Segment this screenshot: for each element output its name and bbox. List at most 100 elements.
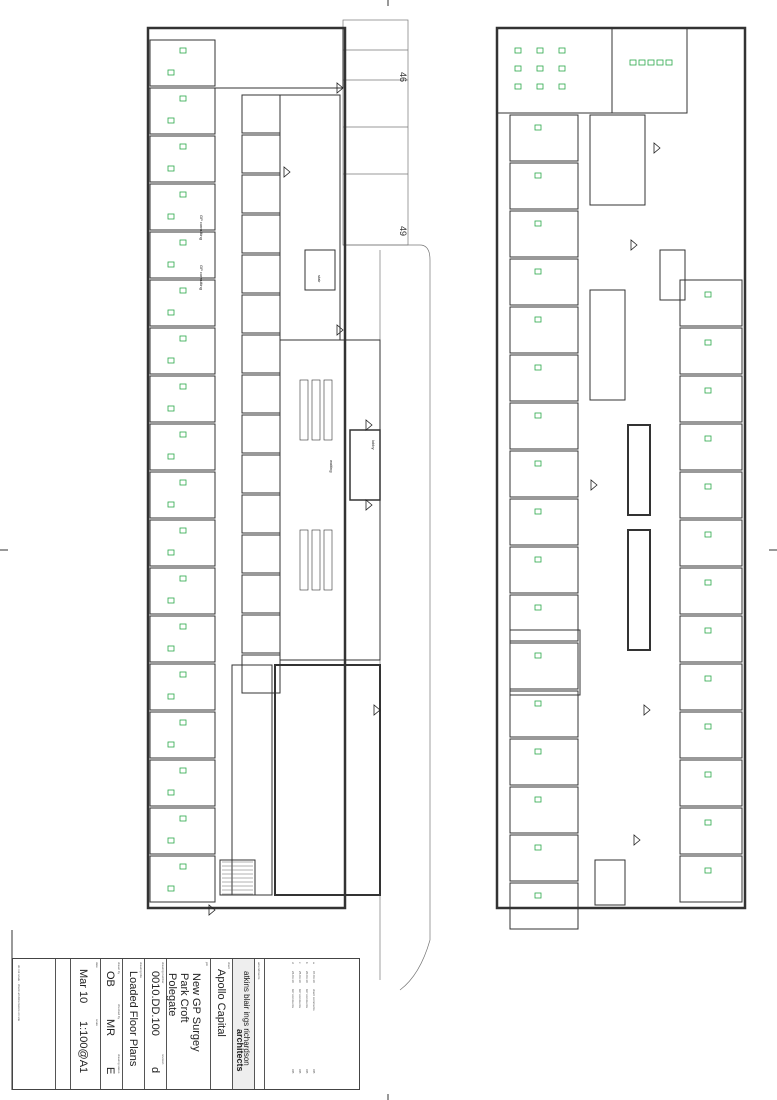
room — [241, 494, 281, 534]
room — [149, 87, 216, 135]
revision-rev: c — [298, 962, 302, 964]
chair-icon — [167, 213, 175, 220]
chair-icon — [534, 748, 542, 755]
stair — [659, 249, 686, 301]
room — [509, 594, 579, 642]
chair-icon — [167, 501, 175, 508]
site-label-46: 46 — [398, 72, 408, 82]
chair-icon — [167, 261, 175, 268]
room — [509, 642, 579, 690]
checked-by: MR — [104, 1019, 116, 1037]
section-marker-icon — [643, 704, 651, 716]
room — [149, 375, 216, 423]
room — [509, 690, 579, 738]
chair-icon — [179, 191, 187, 198]
chair-icon — [167, 549, 175, 556]
site-parking-bays — [342, 19, 431, 991]
room — [149, 39, 216, 87]
revision-comment: GP comments — [291, 989, 295, 1008]
chair-icon — [534, 556, 542, 563]
room — [241, 414, 281, 454]
room — [241, 134, 281, 174]
chair-icon — [534, 412, 542, 419]
section-marker-icon — [336, 324, 344, 336]
practice-name: atkins blair ings richardson — [242, 971, 251, 1066]
room — [323, 379, 333, 441]
checked-label: checked by — [117, 1004, 121, 1020]
room — [509, 450, 579, 498]
stair — [219, 859, 256, 896]
section-marker-icon — [653, 142, 661, 154]
chair-icon — [656, 59, 664, 66]
room — [241, 294, 281, 334]
date-label: date — [95, 962, 99, 968]
revisions-heading: amendments — [257, 962, 261, 980]
revision-date: 26.03.10 — [291, 971, 295, 983]
site-label-49: 49 — [398, 226, 408, 236]
revision-by: OB — [298, 1069, 302, 1074]
first-floor-plan — [208, 26, 747, 930]
room — [679, 279, 743, 327]
room — [679, 375, 743, 423]
revision-rev: d — [291, 962, 295, 964]
section-marker-icon — [630, 239, 638, 251]
chair-icon — [704, 483, 712, 490]
chair-icon — [629, 59, 637, 66]
chair-icon — [558, 83, 566, 90]
room — [679, 615, 743, 663]
room — [679, 807, 743, 855]
chair-icon — [167, 789, 175, 796]
chair-icon — [167, 357, 175, 364]
room — [241, 574, 281, 614]
room — [679, 519, 743, 567]
practice-suffix: architects — [235, 1029, 245, 1072]
chair-icon — [179, 239, 187, 246]
drawing-number-label: drawing number — [161, 962, 165, 984]
chair-icon — [179, 767, 187, 774]
job-line: Polegate — [166, 973, 178, 1017]
room — [679, 663, 743, 711]
chair-icon — [167, 309, 175, 316]
room — [679, 471, 743, 519]
chair-icon — [534, 172, 542, 179]
room — [311, 529, 321, 591]
room — [299, 529, 309, 591]
chair-icon — [704, 435, 712, 442]
stair — [304, 249, 336, 291]
date: Mar 10 — [77, 969, 89, 1004]
room-label: GP consulting — [199, 215, 204, 240]
building-outline — [146, 26, 347, 910]
room — [496, 27, 613, 114]
room-label: waiting — [329, 460, 334, 472]
chair-icon — [558, 65, 566, 72]
chair-icon — [167, 117, 175, 124]
room — [241, 174, 281, 214]
chair-icon — [704, 531, 712, 538]
status-label: drawing status — [117, 1054, 121, 1074]
room — [149, 279, 216, 327]
room — [149, 711, 216, 759]
room — [679, 327, 743, 375]
room — [241, 214, 281, 254]
section-marker-icon — [365, 419, 373, 431]
chair-icon — [534, 364, 542, 371]
revision-date: 20.03.10 — [305, 971, 309, 983]
date-scale-row: date Mar 10 scale 1:100@A1 — [71, 959, 101, 1089]
drawing-title-row: drawing title Loaded Floor Plans — [123, 959, 145, 1089]
chair-icon — [536, 47, 544, 54]
chair-icon — [179, 527, 187, 534]
section-marker-icon — [590, 479, 598, 491]
drawn-label: drawn by — [117, 962, 121, 975]
revision-by: OB — [305, 1069, 309, 1074]
room — [311, 379, 321, 441]
room — [241, 374, 281, 414]
room — [509, 114, 579, 162]
section-marker-icon — [365, 499, 373, 511]
room — [149, 471, 216, 519]
room — [509, 402, 579, 450]
room — [509, 162, 579, 210]
chair-icon — [704, 771, 712, 778]
scale-label: scale — [95, 1019, 99, 1027]
chair-icon — [179, 335, 187, 342]
